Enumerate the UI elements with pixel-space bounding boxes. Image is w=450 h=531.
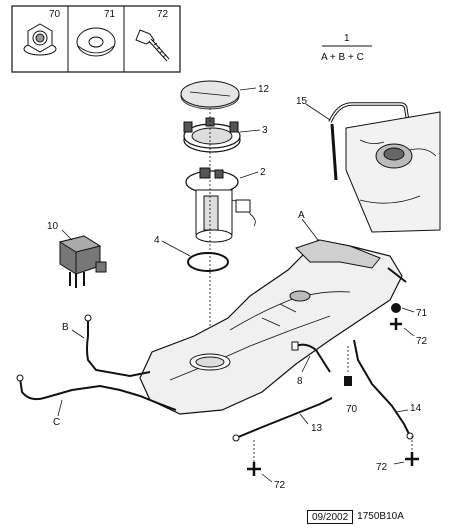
callout-14: 14 [410, 403, 422, 414]
drawing-code: 1750B10A [357, 511, 404, 522]
seal-disc-part [180, 80, 240, 110]
callout-A: A [298, 210, 305, 221]
nut-71-right [391, 303, 401, 313]
nut-70-lower [344, 346, 352, 386]
callout-72-lower-right: 72 [376, 462, 388, 473]
bolt-icon [135, 29, 170, 62]
callout-B: B [62, 322, 69, 333]
assembly-legend: 1 A + B + C [321, 33, 372, 63]
callout-12: 12 [258, 84, 270, 95]
callout-15: 15 [296, 96, 308, 107]
callout-70: 70 [346, 404, 358, 415]
flange-nut-icon [23, 23, 57, 56]
fuel-pump-module-part [185, 167, 256, 243]
callout-4: 4 [154, 235, 160, 246]
legend-number: 1 [344, 33, 350, 44]
callout-10: 10 [47, 221, 59, 232]
pipe-14 [353, 339, 414, 440]
locking-ring-part [183, 117, 241, 153]
callout-13: 13 [311, 423, 323, 434]
legend-formula: A + B + C [321, 52, 364, 63]
bolt-72-lower-right-icon [405, 452, 419, 466]
hardware-box: 70 71 72 [11, 5, 181, 73]
filler-pipe-assembly [328, 102, 441, 233]
callout-C: C [53, 417, 60, 428]
bolt-72-right-icon [390, 318, 402, 330]
relay-part [58, 235, 107, 288]
callout-8: 8 [297, 376, 303, 387]
callout-3: 3 [262, 125, 268, 136]
hardware-label-71: 71 [104, 9, 116, 20]
drawing-date: 09/2002 [307, 510, 354, 524]
callout-72-bottom: 72 [274, 480, 286, 491]
return-pipe-C [16, 374, 177, 411]
bracket-pipe-8 [291, 341, 331, 373]
hardware-label-72: 72 [157, 9, 169, 20]
fuel-tank-part [139, 239, 407, 415]
pipe-13 [232, 397, 333, 442]
bolt-72-bottom-icon [247, 462, 261, 476]
o-ring-part [187, 252, 229, 272]
feed-pipe-B [84, 314, 151, 378]
drawing-reference-footer: 09/2002 1750B10A [307, 510, 408, 524]
callout-2: 2 [260, 167, 266, 178]
hardware-label-70: 70 [49, 9, 61, 20]
callout-72-right: 72 [416, 336, 428, 347]
washer-icon [76, 27, 116, 57]
callout-71: 71 [416, 308, 428, 319]
